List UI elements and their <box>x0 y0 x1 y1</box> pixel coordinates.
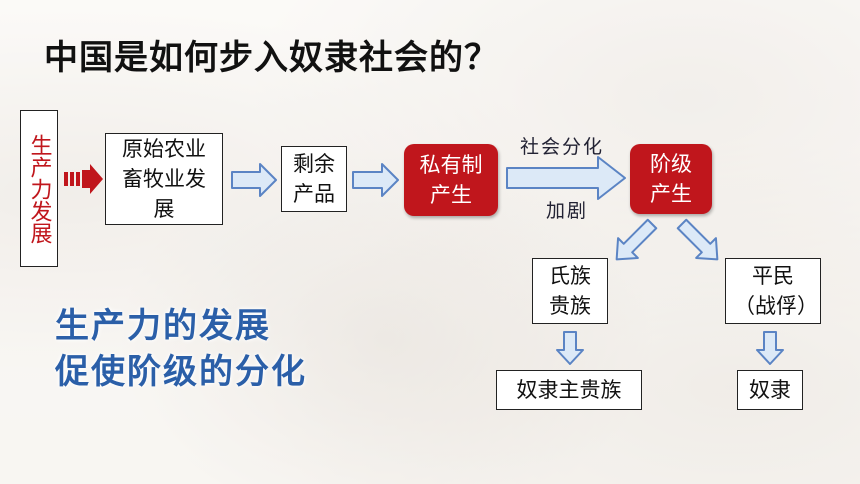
conclusion-line-1: 生产力的发展 <box>55 306 271 346</box>
node-surplus: 剩余产品 <box>281 146 347 212</box>
node-clan-nobles: 氏族贵族 <box>532 258 608 324</box>
label-social-division: 社会分化 <box>520 136 605 158</box>
arrow-to-commoners <box>676 218 719 261</box>
node-productivity: 生产力发展 <box>20 110 58 267</box>
node-slaves: 奴隶 <box>737 370 803 410</box>
red-dashed-arrow <box>64 164 103 194</box>
node-agriculture: 原始农业畜牧业发展 <box>105 133 223 225</box>
arrow-to-slave-owners <box>556 331 584 365</box>
label-intensify: 加剧 <box>546 200 589 222</box>
node-commoners: 平民（战俘） <box>725 258 821 324</box>
arrow-to-nobles <box>615 218 658 261</box>
conclusion-line-2: 促使阶级的分化 <box>55 352 307 392</box>
arrow-to-surplus <box>231 163 277 197</box>
node-classes: 阶级产生 <box>630 144 712 214</box>
arrow-to-slaves <box>756 331 784 365</box>
page-title: 中国是如何步入奴隶社会的？ <box>44 38 499 78</box>
node-private-ownership: 私有制产生 <box>404 144 498 216</box>
arrow-to-classes <box>506 156 626 200</box>
arrow-to-private <box>352 163 399 197</box>
node-slave-owners: 奴隶主贵族 <box>496 370 642 410</box>
